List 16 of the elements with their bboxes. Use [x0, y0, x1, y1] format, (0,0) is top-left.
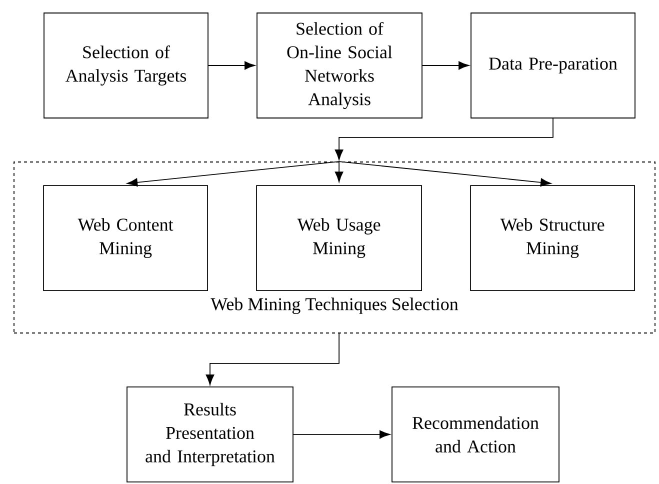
- arrow: [338, 161, 552, 187]
- arrow: [334, 118, 554, 160]
- process-box: Selection of Analysis Targets: [44, 12, 208, 118]
- arrow: [334, 161, 344, 182]
- arrow: [206, 332, 340, 386]
- process-box: Recommendation and Action: [392, 386, 560, 482]
- arrow: [293, 430, 390, 439]
- arrow: [422, 61, 470, 70]
- arrow: [208, 61, 256, 70]
- process-box: Web Structure Mining: [470, 185, 635, 291]
- process-box: Web Content Mining: [43, 185, 208, 291]
- process-box: Web Usage Mining: [256, 185, 422, 291]
- process-box: Results Presentation and Interpretation: [126, 386, 294, 482]
- process-box: Selection of On-line Social Networks Analysis: [256, 12, 422, 118]
- arrow: [126, 161, 340, 187]
- process-box: Data Pre-paration: [470, 12, 636, 118]
